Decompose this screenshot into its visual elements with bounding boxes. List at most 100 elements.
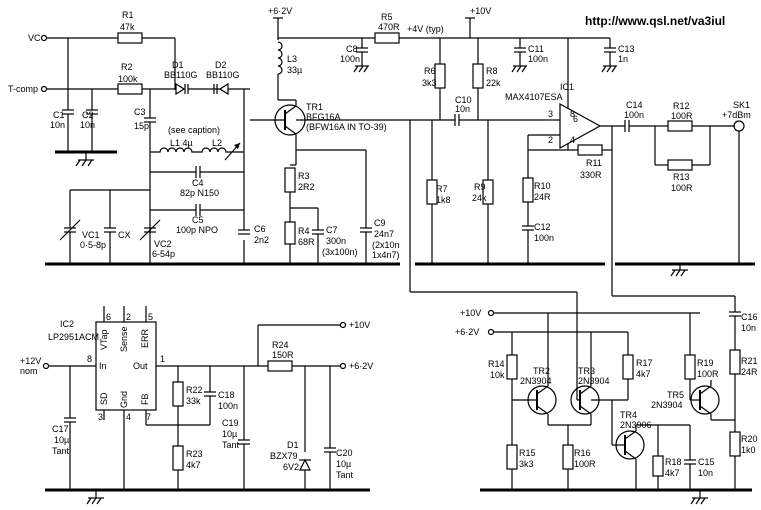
c10-ref: C10 <box>455 95 472 105</box>
r5-body <box>374 32 400 44</box>
v62-out-terminal[interactable] <box>339 362 347 370</box>
ic2-err: ERR <box>140 328 150 348</box>
r10-val: 24R <box>534 192 551 202</box>
c13-val: 1n <box>618 54 628 64</box>
rail-62-out: +6·2V <box>349 361 373 371</box>
c11-val: 100n <box>528 54 548 64</box>
rail-62-sw: +6·2V <box>455 327 479 337</box>
r8-body <box>472 63 484 89</box>
r15-body <box>506 444 518 470</box>
r23-val: 4k7 <box>186 460 201 470</box>
c5-ref: C5 <box>192 215 204 225</box>
tr2-type: 2N3904 <box>520 376 552 386</box>
ic2-ref: IC2 <box>60 319 74 329</box>
r21-ref: R21 <box>741 356 758 366</box>
zener-val: BZX79 <box>270 451 298 461</box>
c12-val: 100n <box>534 233 554 243</box>
port-vc: VC <box>28 33 41 43</box>
r24-body <box>267 360 293 372</box>
c13-ref: C13 <box>618 44 635 54</box>
c16-val: 10n <box>741 323 756 333</box>
r20-body <box>729 431 741 457</box>
r23-body <box>172 445 184 471</box>
r21-body <box>729 349 741 375</box>
vc2-ref: VC2 <box>154 239 172 249</box>
vc2-val: 6-54p <box>152 249 175 259</box>
r21-val: 24R <box>741 367 758 377</box>
r20-ref: R20 <box>741 434 758 444</box>
sk1-socket[interactable] <box>733 120 745 132</box>
r1-body <box>117 32 143 44</box>
zener-d1 <box>299 458 311 471</box>
vc-terminal[interactable] <box>40 34 48 42</box>
r17-ref: R17 <box>636 358 653 368</box>
site-url: http://www.qsl.net/va3iul <box>585 14 725 28</box>
ic2-pin2: 2 <box>126 312 131 322</box>
rail-10-top: +10V <box>470 6 491 16</box>
r24-ref: R24 <box>272 340 289 350</box>
ic2-pin5: 5 <box>148 312 153 322</box>
c2-val: 10n <box>80 120 95 130</box>
r15-val: 3k3 <box>519 459 534 469</box>
ic2-in: In <box>99 361 107 371</box>
ic1-pin2: 2 <box>548 135 553 145</box>
c18-val: 100n <box>218 401 238 411</box>
c7-ref: C7 <box>326 225 338 235</box>
r5-val: 470R <box>378 22 400 32</box>
c1-ref: C1 <box>53 110 65 120</box>
vc1-val: 0·5-8p <box>80 240 106 250</box>
tr4-ref: TR4 <box>620 410 637 420</box>
r17-val: 4k7 <box>636 369 651 379</box>
ic2-pin7: 7 <box>146 412 151 422</box>
c12-ref: C12 <box>534 222 551 232</box>
ic2-sd: SD <box>99 392 109 405</box>
rail-4v: +4V (typ) <box>407 24 444 34</box>
c1-val: 10n <box>50 120 65 130</box>
ic1-opamp <box>559 102 602 150</box>
c9-val: 24n7 <box>374 229 394 239</box>
l1-label: L1 4µ <box>170 138 193 148</box>
c4-val: 82p N150 <box>180 188 219 198</box>
c9-ref: C9 <box>374 218 386 228</box>
tr4-type: 2N3906 <box>620 420 652 430</box>
r14-val: 10k <box>490 370 505 380</box>
l1-l2-inductors <box>150 147 244 153</box>
r4-val: 68R <box>298 237 315 247</box>
r13-val: 100R <box>671 183 693 193</box>
r14-ref: R14 <box>488 359 505 369</box>
ic2-pin8: 8 <box>87 354 92 364</box>
ic2-pin1: 1 <box>160 354 165 364</box>
v12-terminal[interactable] <box>42 362 50 370</box>
v10-out-terminal[interactable] <box>339 321 347 329</box>
c17-note: Tant <box>52 446 70 456</box>
r6-val: 3k3 <box>422 78 437 88</box>
l2-label: L2 <box>212 138 222 148</box>
tr5-type: 2N3904 <box>651 400 683 410</box>
tr1-type: BFG16A <box>306 112 341 122</box>
rail-62-top: +6·2V <box>268 6 292 16</box>
r9-val: 24k <box>472 193 487 203</box>
c20-ref: C20 <box>336 448 353 458</box>
r18-val: 4k7 <box>665 468 680 478</box>
r10-ref: R10 <box>534 181 551 191</box>
r17-body <box>622 354 634 380</box>
tr5-ref: TR5 <box>667 390 684 400</box>
tcomp-terminal[interactable] <box>40 85 48 93</box>
c15-ref: C15 <box>698 457 715 467</box>
d2-val: BB110G <box>206 70 239 80</box>
r23-ref: R23 <box>186 449 203 459</box>
r19-body <box>684 354 696 380</box>
cx-ref: CX <box>118 230 131 240</box>
d1-val: BB110G <box>164 70 197 80</box>
c2-ref: C2 <box>82 110 94 120</box>
ic1-pin6: 6 <box>573 114 578 124</box>
c14-ref: C14 <box>626 100 643 110</box>
ic1-ref: IC1 <box>560 82 574 92</box>
r7-val: 1k8 <box>436 195 451 205</box>
r8-ref: R8 <box>486 66 498 76</box>
r13-body <box>667 159 693 171</box>
c19-val: 10µ <box>222 429 237 439</box>
r7-ref: R7 <box>436 184 448 194</box>
c19-ref: C19 <box>222 418 239 428</box>
ic2-gnd: Gnd <box>119 391 129 408</box>
